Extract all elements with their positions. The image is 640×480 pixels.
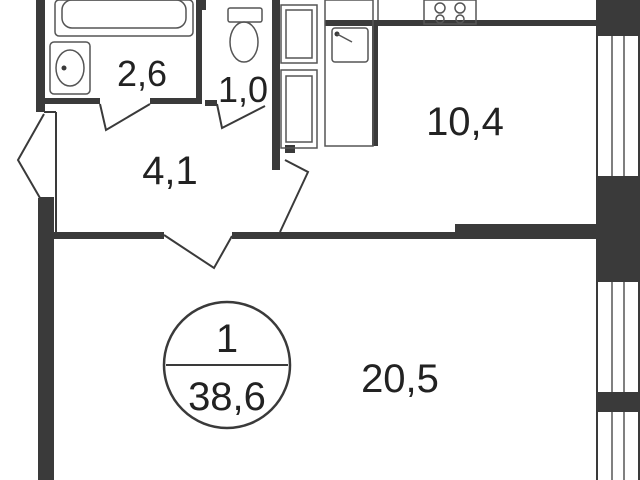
wall-bath-toilet xyxy=(196,0,202,104)
window-living-2 xyxy=(598,412,638,480)
entrance-door xyxy=(16,113,45,199)
window-living-1 xyxy=(598,282,638,392)
apartment-badge: 1 38,6 xyxy=(162,300,292,430)
wall-kitchen-bottom xyxy=(455,224,596,239)
area-label-living-room: 20,5 xyxy=(361,357,439,401)
cabinet-icon xyxy=(280,69,318,149)
wall-toilet-right xyxy=(272,0,280,115)
badge-rooms-count: 1 xyxy=(216,317,238,361)
area-label-kitchen: 10,4 xyxy=(426,100,504,144)
wall-stub-kitchen xyxy=(285,145,295,153)
wall-hall-living-right xyxy=(232,232,596,239)
kitchen-counter xyxy=(324,0,374,147)
toilet-icon xyxy=(227,7,263,23)
area-label-hall: 4,1 xyxy=(142,149,198,193)
fixtures xyxy=(49,0,477,149)
wall-bath-bottom-right xyxy=(150,98,200,104)
badge-total-area: 38,6 xyxy=(188,375,266,419)
cabinet-icon xyxy=(280,4,318,64)
doors xyxy=(16,103,310,270)
walls xyxy=(36,0,640,480)
wall-hall-kitchen xyxy=(272,108,280,170)
wall-left-upper xyxy=(36,0,45,112)
wall-toilet-bottom xyxy=(205,100,217,106)
wall-kitchen-inner xyxy=(372,20,378,146)
kitchen-door xyxy=(279,159,310,233)
bathtub-icon xyxy=(54,0,194,37)
area-label-bathroom: 2,6 xyxy=(117,53,167,94)
sink-icon xyxy=(49,41,91,95)
bathroom-door xyxy=(99,103,151,132)
wall-left-lower xyxy=(38,198,54,480)
window-kitchen xyxy=(598,36,638,176)
stove-icon xyxy=(423,0,477,25)
living-door xyxy=(163,234,233,270)
area-label-toilet: 1,0 xyxy=(218,69,268,110)
toilet-door xyxy=(216,103,266,130)
wall-bath-bottom-left xyxy=(45,98,100,104)
kitchen-sink-icon xyxy=(331,27,369,63)
wall-hall-living-left xyxy=(54,232,164,239)
